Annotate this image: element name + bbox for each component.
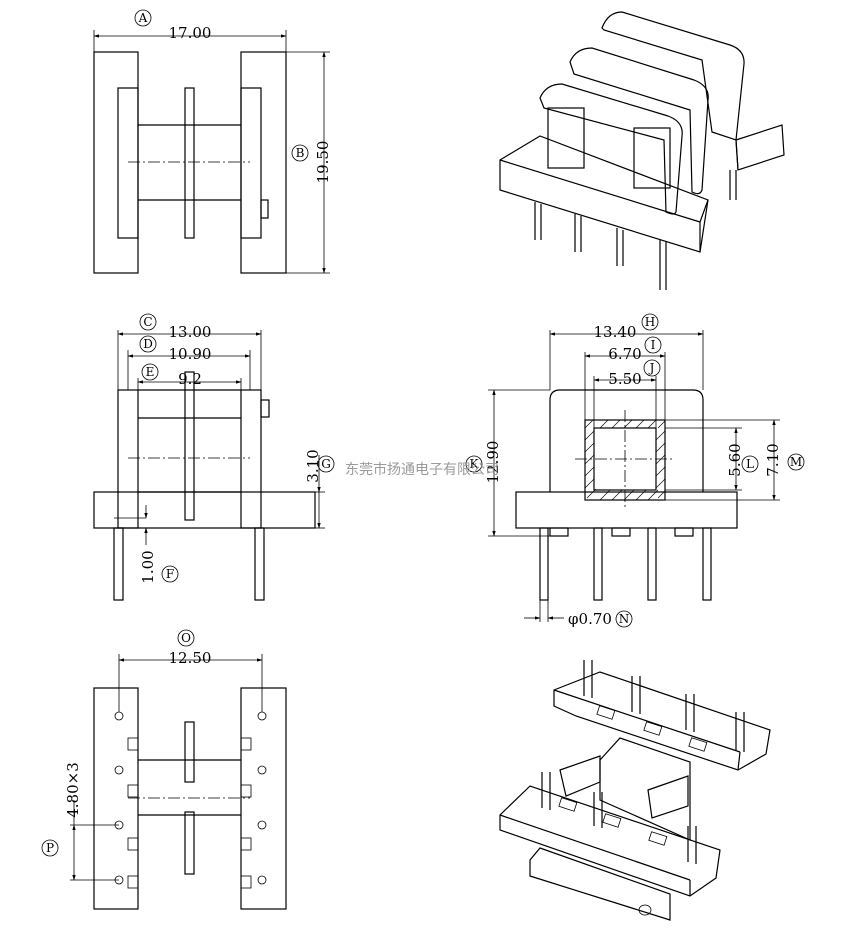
dim-n-letter: N [619, 612, 630, 626]
dim-e-letter: E [146, 365, 155, 379]
dim-l-value: 5.60 [726, 443, 744, 476]
dim-h-value: 13.40 [594, 323, 637, 341]
dim-m-letter: M [790, 455, 802, 469]
dim-e-callout [141, 363, 159, 381]
dim-k-callout [465, 455, 483, 473]
dim-m-callout [787, 453, 805, 471]
dim-n-value: φ0.70 [568, 610, 612, 628]
dim-a-value: 17.00 [169, 24, 212, 42]
dim-l-callout [741, 455, 759, 473]
dim-g-callout [317, 455, 335, 473]
pad-slots [127, 737, 252, 889]
isometric-view-top [499, 11, 785, 290]
dim-a-callout [134, 9, 152, 27]
isometric-view-bottom [499, 660, 771, 921]
dim-i-letter: I [651, 338, 656, 352]
dim-o-value: 12.50 [169, 649, 212, 667]
side-view: 13.40 H 6.70 I 5.50 J 12.90 K 5.60 L [465, 313, 805, 628]
front-view: C 13.00 D 10.90 E 9.2 1.00 F 3.10 G [93, 313, 335, 601]
dim-d-callout [139, 335, 157, 353]
dim-h-callout [641, 313, 659, 331]
dim-l-letter: L [746, 457, 754, 471]
dim-f-callout [161, 565, 179, 583]
dim-b-value: 19.50 [314, 141, 332, 184]
dim-k-value: 12.90 [484, 441, 502, 484]
dim-d-value: 10.90 [169, 345, 212, 363]
dim-i-callout [644, 336, 662, 354]
bottom-view: 12.50 O 4.80×3 P [41, 629, 287, 910]
dim-b-letter: B [296, 146, 305, 160]
dim-c-callout [139, 313, 157, 331]
dim-k-letter: K [470, 457, 480, 471]
dim-j-value: 5.50 [608, 370, 641, 388]
dim-c-letter: C [143, 315, 152, 329]
watermark: 东莞市扬通电子有限公司 [345, 461, 499, 478]
dim-a-letter: A [138, 11, 148, 25]
dim-c-value: 13.00 [169, 323, 212, 341]
dim-o-callout [177, 629, 195, 647]
core-wall-hatch [584, 419, 666, 501]
dim-e-value: 9.2 [178, 370, 202, 388]
dim-g-letter: G [321, 457, 331, 471]
dim-m-value: 7.10 [764, 443, 782, 476]
dim-j-letter: J [648, 361, 655, 375]
dim-j-callout [643, 359, 661, 377]
dim-d-letter: D [143, 337, 153, 351]
top-view: A 17.00 B 19.50 [93, 9, 332, 274]
dim-f-value: 1.00 [139, 550, 157, 583]
dim-p-value: 4.80×3 [64, 762, 82, 818]
dim-p-letter: P [46, 841, 54, 855]
dim-b-callout [291, 144, 309, 162]
dim-g-value: 3.10 [304, 449, 322, 482]
dim-n-callout [615, 610, 633, 628]
dim-p-callout [41, 839, 59, 857]
dim-o-letter: O [181, 631, 191, 645]
dim-h-letter: H [645, 315, 655, 329]
dim-f-letter: F [166, 567, 174, 581]
dim-i-value: 6.70 [608, 345, 641, 363]
